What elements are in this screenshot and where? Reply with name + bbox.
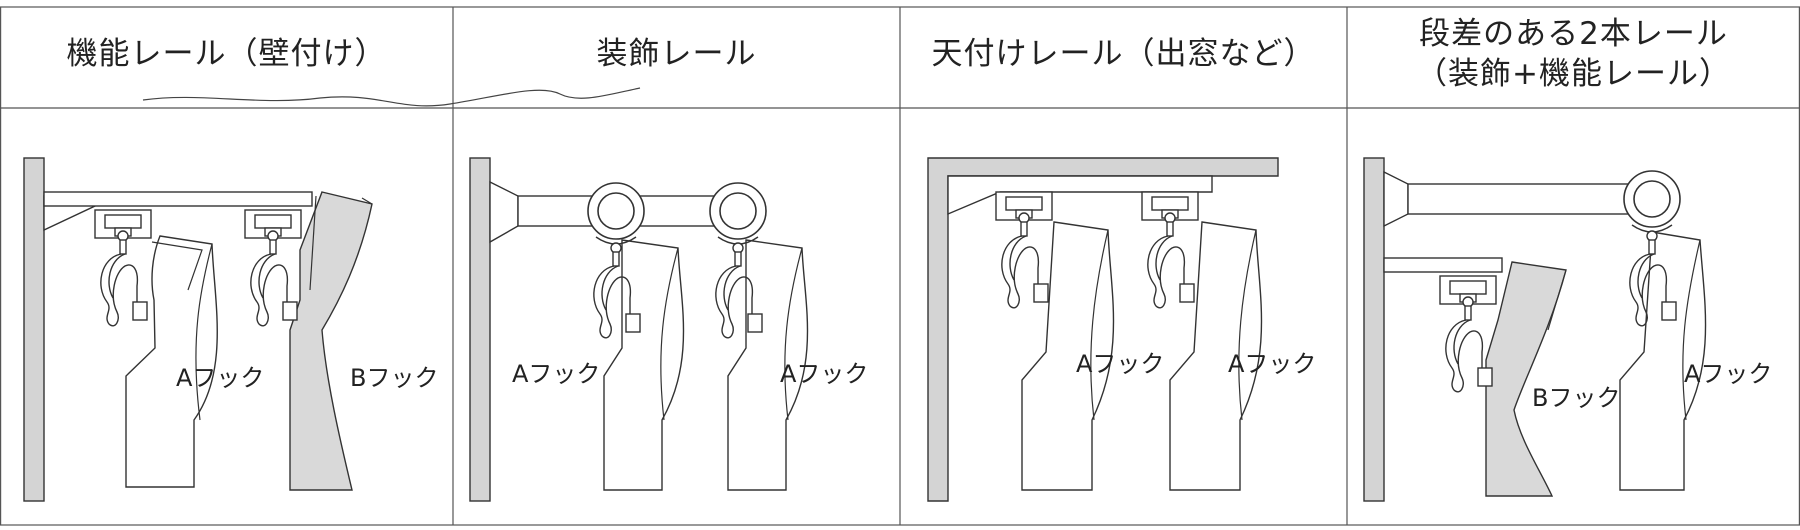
wall [469, 157, 491, 502]
panel-2-drawing: Aフック Aフック [469, 157, 868, 502]
hook-label-b: Bフック [350, 364, 438, 392]
panel-3-drawing: Aフック Aフック [927, 157, 1316, 502]
panel-4-title: 段差のある2本レール （装飾+機能レール） [1416, 16, 1731, 92]
wall [23, 157, 45, 502]
rail [947, 175, 1213, 216]
hook-label-b: Bフック [1532, 384, 1620, 412]
frame [0, 6, 1800, 526]
lower-rail [1383, 257, 1503, 273]
panel-1-drawing: Aフック Bフック [23, 157, 438, 502]
hook-label-a-2: Aフック [1228, 350, 1316, 378]
hook-label-a: Aフック [1684, 360, 1772, 388]
rail [43, 191, 313, 207]
hook-label-a: Aフック [176, 364, 264, 392]
upper-rail [1407, 183, 1653, 215]
wavy-stroke [142, 87, 641, 107]
panel-2-title: 装飾レール [596, 36, 757, 72]
hook-label-a-1: Aフック [512, 360, 600, 388]
panel-3-title: 天付けレール（出窓など） [931, 36, 1316, 72]
hook-label-a-2: Aフック [780, 360, 868, 388]
hook-label-a-1: Aフック [1076, 350, 1164, 378]
panel-1-title: 機能レール（壁付け） [66, 36, 387, 72]
wall [1363, 157, 1385, 502]
panel-4-drawing: Bフック Aフック [1363, 157, 1772, 502]
